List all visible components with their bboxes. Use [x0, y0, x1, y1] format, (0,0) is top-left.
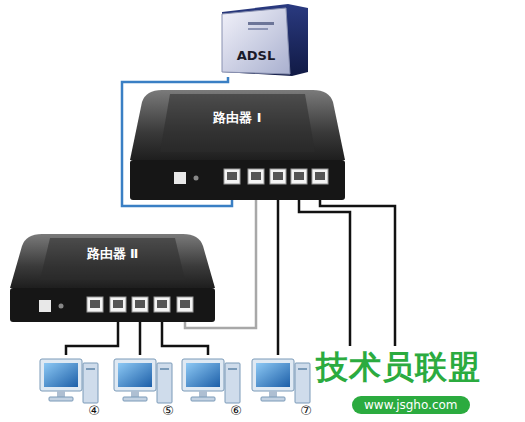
computer-node: ⑤ — [112, 355, 174, 417]
computer-node: ⑦ — [250, 355, 312, 417]
router-name: 路由器 Ⅰ — [130, 110, 345, 127]
computer-node: ④ — [38, 355, 100, 417]
router-drawing — [130, 88, 345, 200]
router-box: 路由器 Ⅱ — [10, 232, 215, 322]
cable-connector — [66, 322, 118, 355]
computer-node: ⑥ — [180, 355, 242, 417]
router-drawing — [10, 232, 215, 322]
cable-connector — [162, 322, 208, 355]
callout-number: ⑤ — [162, 404, 174, 417]
callout-number: ⑥ — [230, 404, 242, 417]
adsl-modem: ADSL — [218, 2, 310, 77]
lan-cable — [320, 200, 395, 346]
watermark: 技术员联盟 — [316, 350, 481, 385]
router-name: 路由器 Ⅱ — [10, 246, 215, 263]
lan-cable — [299, 200, 350, 346]
modem-drawing — [218, 2, 310, 77]
callout-number: ④ — [88, 404, 100, 417]
cable-connector — [277, 200, 280, 355]
device-name: ADSL — [222, 48, 290, 63]
router-box: 路由器 Ⅰ — [130, 88, 345, 200]
callout-number: ⑦ — [300, 404, 312, 417]
cable-connector — [139, 322, 142, 355]
watermark-url: www.jsgho.com — [352, 396, 470, 414]
